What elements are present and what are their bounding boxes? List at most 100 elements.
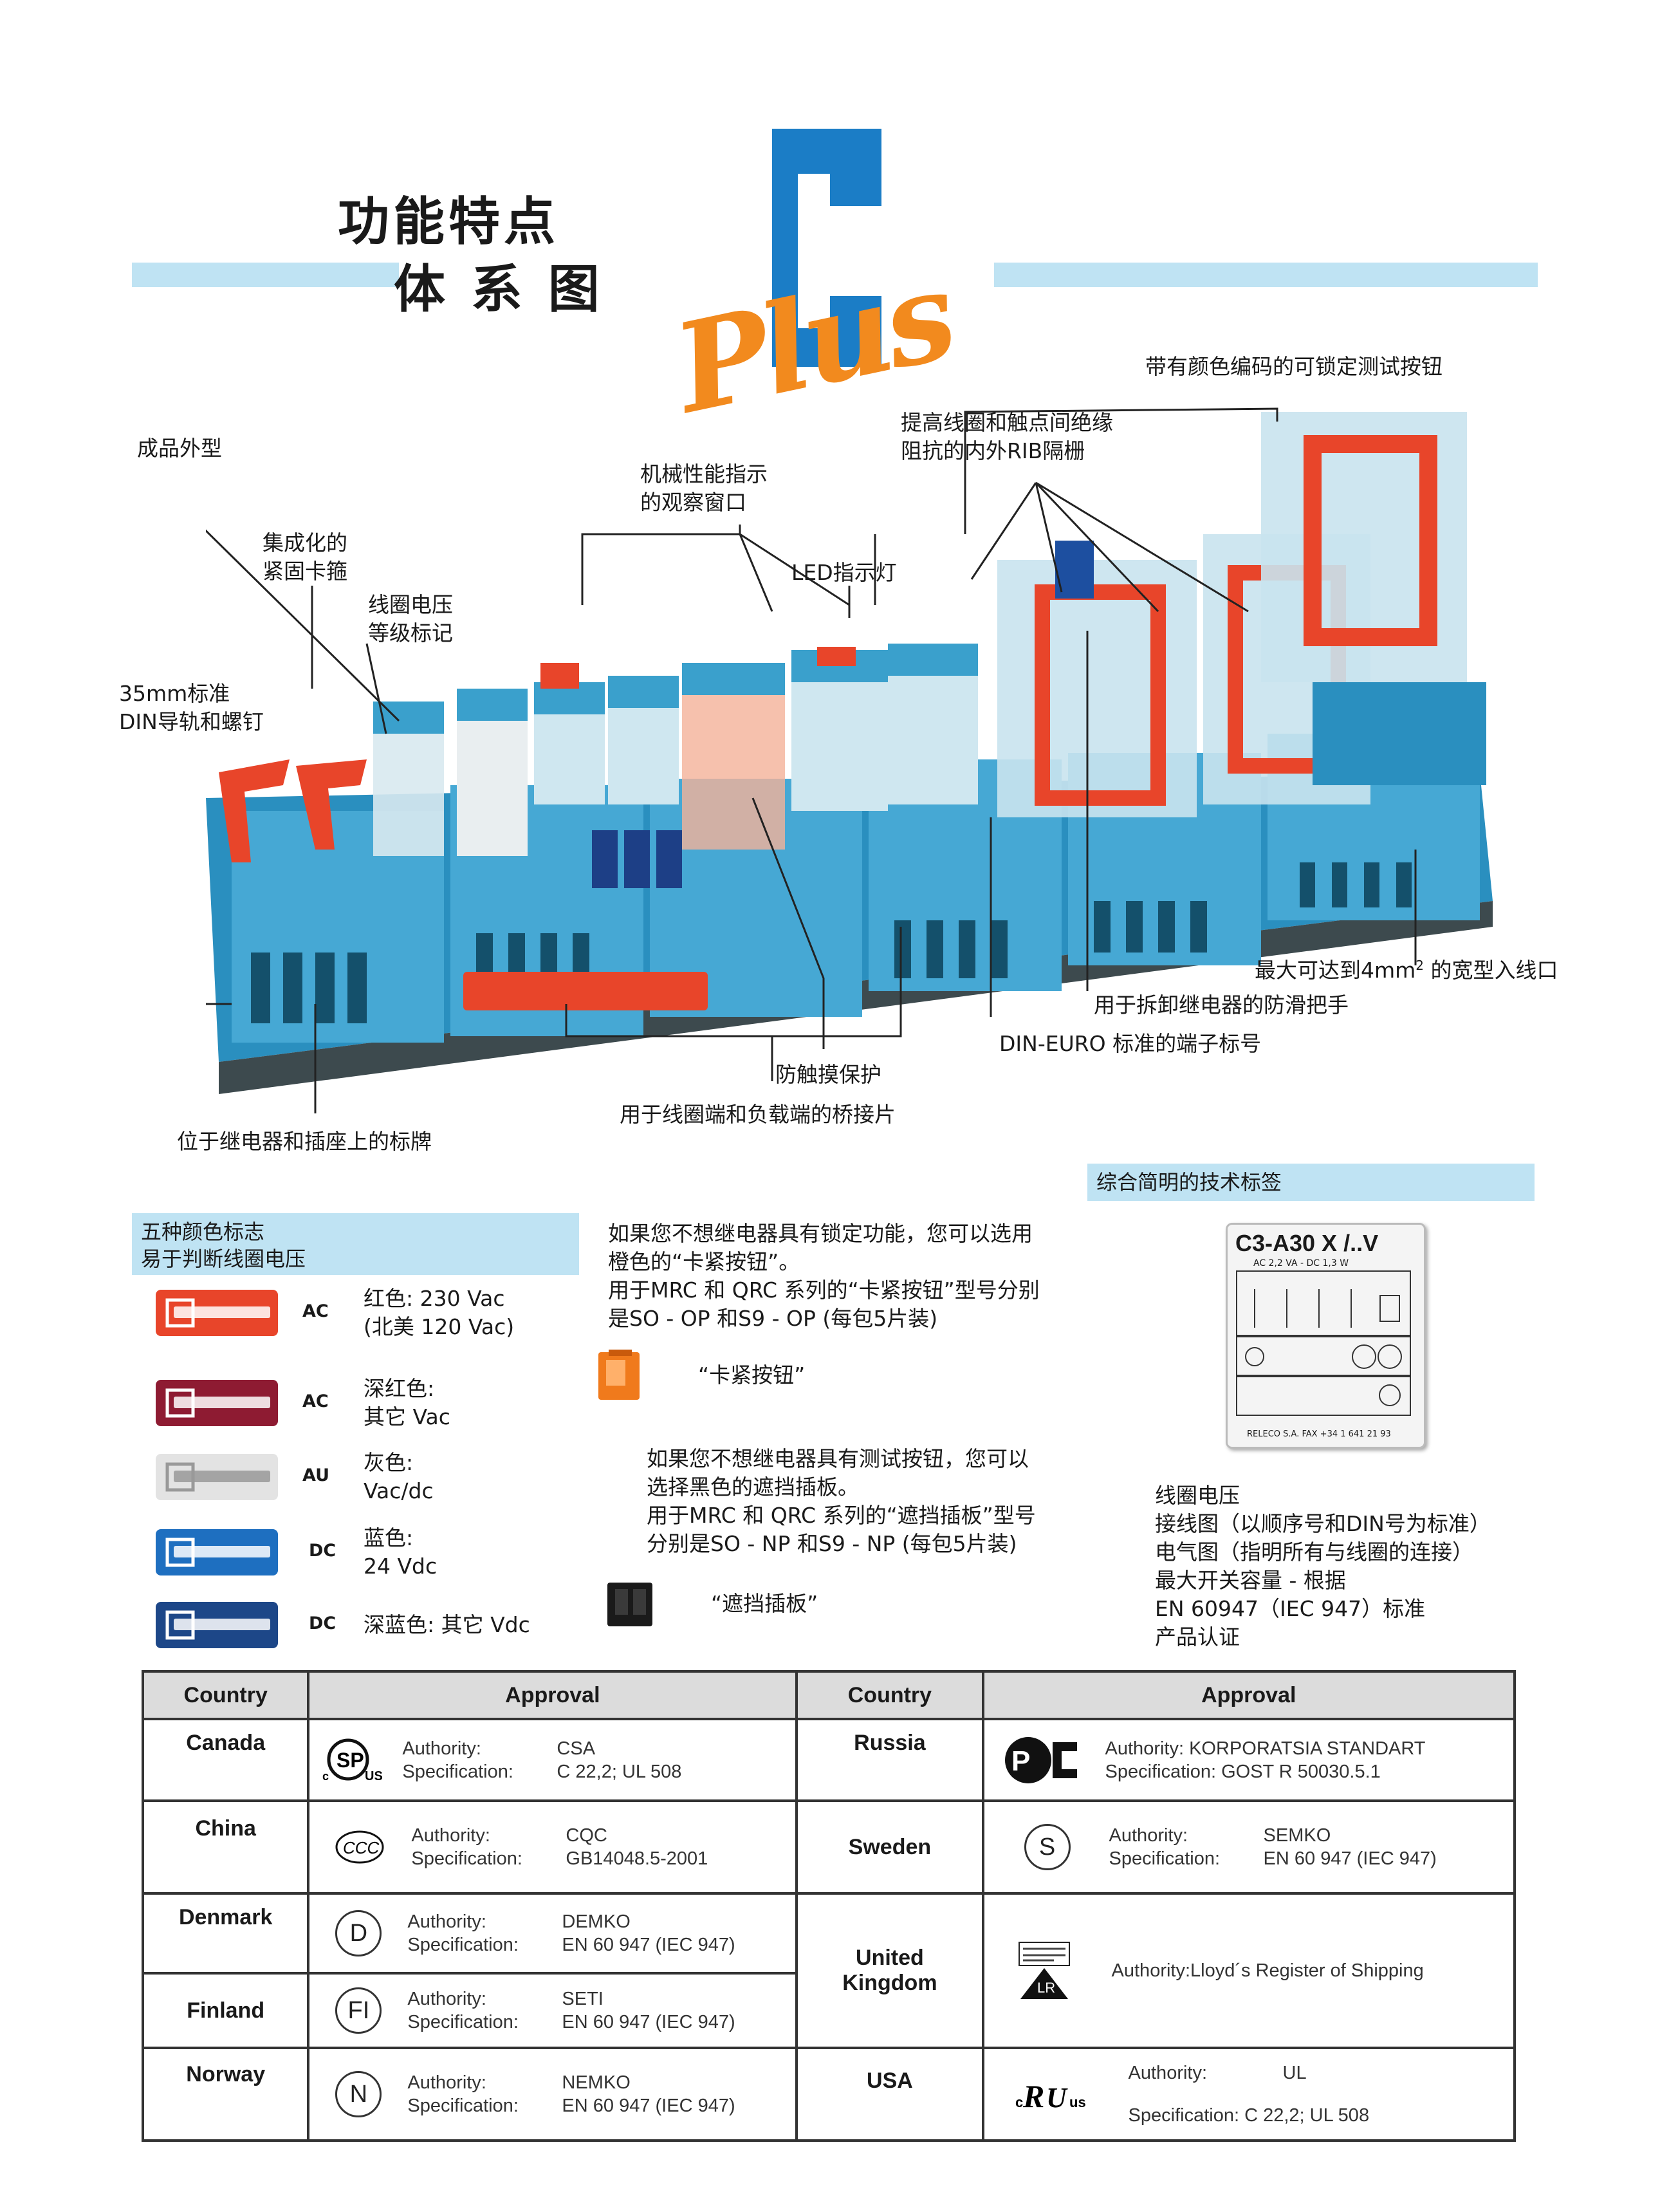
tech-label-description: 线圈电压 接线图（以顺序号和DIN号为标准） 电气图（指明所有与线圈的连接） 最… (1155, 1482, 1491, 1651)
spec-label: Specification: (402, 1761, 513, 1782)
nemko-mark-icon: N (335, 2071, 382, 2117)
lloyds-mark-icon: LR (1015, 1940, 1073, 2002)
coil-type-label: DC (309, 1541, 337, 1561)
tech-desc-line: 线圈电压 (1155, 1483, 1240, 1508)
col-header-approval: Approval (981, 1670, 1517, 1720)
authority-value: SEMKO (1263, 1825, 1331, 1846)
coil-color-description: 红色: 230 Vac(北美 120 Vac) (364, 1285, 514, 1341)
spec-line: Specification: C 22,2; UL 508 (1128, 2105, 1370, 2126)
svg-text:LR: LR (1037, 1980, 1055, 1996)
lock-button-description: 如果您不想继电器具有锁定功能，您可以选用 橙色的“卡紧按钮”。 用于MRC 和 … (608, 1220, 1040, 1333)
approval-sweden: S Authority:SEMKO Specification:EN 60 94… (981, 1799, 1517, 1895)
approval-united-kingdom: LR Authority:Lloyd´s Register of Shippin… (981, 1892, 1517, 2049)
table-row: Norway N Authority: NEMKO Specification: E… (141, 2047, 1517, 2142)
page-title-line1: 功能特点 (338, 192, 559, 252)
coil-type-label: AU (302, 1465, 329, 1485)
spec-value: EN 60 947 (IEC 947) (562, 1935, 735, 1955)
demko-mark-icon: D (335, 1910, 382, 1956)
lock-desc-line: 如果您不想继电器具有锁定功能，您可以选用 (608, 1221, 1033, 1246)
authority-label: Authority: (407, 1989, 486, 2009)
callout-din-line2: DIN导轨和螺钉 (119, 709, 264, 734)
tech-desc-line: 最大开关容量 - 根据 (1155, 1568, 1346, 1593)
authority-value: UL (1282, 2063, 1307, 2083)
spec-value: C 22,2; UL 508 (557, 1761, 682, 1782)
svg-text:R: R (1022, 2078, 1044, 2114)
authority-label: Authority: (1128, 2063, 1208, 2083)
authority-value: CSA (557, 1738, 596, 1759)
cover-plate-description: 如果您不想继电器具有测试按钮，您可以 选择黑色的遮挡插板。 用于MRC 和 QR… (647, 1445, 1036, 1558)
callout-coil-line2: 等级标记 (368, 620, 453, 646)
authority-line: Authority: KORPORATSIA STANDART (1105, 1738, 1426, 1759)
table-row: Finland FI Authority:SETI Specification:… (141, 1972, 1515, 2049)
coil-type-label: DC (309, 1613, 337, 1633)
spec-label: Specification: (407, 2096, 519, 2116)
authority-value: DEMKO (562, 1911, 631, 1932)
svg-text:P: P (1011, 1745, 1030, 1777)
coil-color-line1: 红色: 230 Vac (364, 1286, 505, 1311)
spec-value: GB14048.5-2001 (566, 1848, 708, 1869)
callout-bridge: 用于线圈端和负载端的桥接片 (620, 1102, 896, 1127)
spec-label: Specification: (407, 1935, 519, 1955)
approval-finland: FI Authority:SETI Specification:EN 60 94… (307, 1972, 798, 2049)
coil-color-line2: 其它 Vac (364, 1404, 450, 1429)
svg-text:CCC: CCC (343, 1838, 380, 1857)
lock-button-image (597, 1348, 642, 1401)
spec-label: Specification: (1109, 1848, 1221, 1869)
authority-label: Authority: (407, 2072, 486, 2093)
approvals-header-row: Country Approval Country Approval (141, 1670, 1517, 1720)
col-header-approval: Approval (307, 1670, 798, 1720)
country-china: China (141, 1799, 310, 1895)
tech-desc-line: 电气图（指明所有与线圈的连接） (1155, 1539, 1473, 1565)
coil-color-description: 深蓝色: 其它 Vdc (364, 1611, 530, 1639)
page-title-line2: 体 系 图 (394, 259, 604, 319)
country-uk-line2: Kingdom (842, 1971, 937, 1995)
country-russia: Russia (795, 1718, 984, 1802)
callout-max-wire-b: 的宽型入线口 (1424, 958, 1558, 983)
coil-color-line1: 蓝色: (364, 1525, 414, 1550)
country-usa: USA (795, 2047, 984, 2142)
callout-coil-line1: 线圈电压 (368, 592, 453, 617)
country-norway: Norway (141, 2047, 310, 2142)
header-bar-left (132, 263, 399, 287)
authority-label: Authority: (411, 1825, 490, 1846)
tech-desc-line: 产品认证 (1155, 1624, 1240, 1650)
cover-desc-line: 如果您不想继电器具有测试按钮，您可以 (647, 1446, 1029, 1471)
authority-value: NEMKO (562, 2072, 631, 2093)
spec-value: EN 60 947 (IEC 947) (1263, 1848, 1437, 1869)
callout-din-euro: DIN-EURO 标准的端子标号 (999, 1031, 1262, 1056)
col-header-country: Country (795, 1670, 984, 1720)
gost-mark-icon: P (1002, 1734, 1080, 1786)
coil-color-description: 灰色:Vac/dc (364, 1449, 434, 1505)
svg-text:c: c (322, 1770, 329, 1783)
spec-line: Specification: GOST R 50030.5.1 (1105, 1761, 1381, 1782)
country-finland: Finland (141, 1972, 310, 2049)
coil-color-line1: 灰色: (364, 1450, 414, 1475)
tech-label-heading: 综合简明的技术标签 (1087, 1164, 1535, 1201)
coil-color-line1: 深红色: (364, 1376, 435, 1401)
tech-label-footer: RELECO S.A. FAX +34 1 641 21 93 (1247, 1429, 1391, 1439)
tech-desc-line: 接线图（以顺序号和DIN号为标准） (1155, 1511, 1491, 1536)
spec-value: EN 60 947 (IEC 947) (562, 2096, 735, 2116)
coil-color-description: 深红色: 其它 Vac (364, 1375, 450, 1431)
authority-value: CQC (566, 1825, 607, 1846)
callout-rib-line2: 阻抗的内外RIB隔栅 (901, 438, 1085, 463)
colors-heading-line1: 五种颜色标志 (141, 1220, 265, 1244)
tech-label-sub: AC 2,2 VA - DC 1,3 W (1253, 1258, 1349, 1269)
lock-button-label: “卡紧按钮” (698, 1362, 806, 1388)
approval-russia: P Authority: KORPORATSIA STANDART Specif… (981, 1718, 1517, 1802)
callout-nameplate: 位于继电器和插座上的标牌 (177, 1129, 432, 1154)
callout-window-line2: 的观察窗口 (640, 490, 746, 515)
header-bar-right (994, 263, 1538, 287)
cover-desc-line: 分别是SO - NP 和S9 - NP (每包5片装) (647, 1531, 1017, 1556)
callout-din-line1: 35mm标准 (119, 681, 230, 706)
c-plus-logo: Plus (663, 122, 963, 441)
country-sweden: Sweden (795, 1799, 984, 1895)
spec-label: Specification: (411, 1848, 522, 1869)
coil-color-tag-icon (154, 1599, 280, 1651)
tech-desc-line: EN 60947（IEC 947）标准 (1155, 1596, 1426, 1621)
callout-window-line1: 机械性能指示 (640, 461, 768, 487)
coil-color-line2: 24 Vdc (364, 1554, 438, 1579)
